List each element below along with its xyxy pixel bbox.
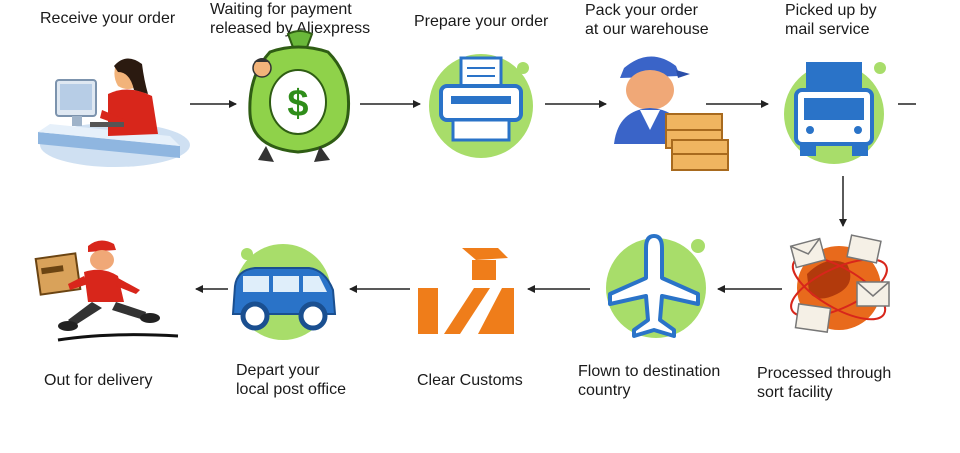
- step-label-pack: Pack your order at our warehouse: [585, 2, 709, 38]
- step-label-receive: Receive your order: [40, 10, 176, 27]
- step-label-payment: Waiting for payment released by Aliexpre…: [210, 1, 371, 37]
- money-bag-icon: $: [248, 30, 351, 162]
- step-label-pickup: Picked up by mail service: [785, 2, 877, 38]
- step-label-delivery: Out for delivery: [44, 372, 153, 389]
- printer-icon: [429, 54, 533, 158]
- step-label-flown: Flown to destination country: [578, 363, 721, 399]
- van-icon: [231, 244, 337, 340]
- customer-service-agent-icon: [38, 58, 190, 167]
- step-label-depart: Depart your local post office: [236, 362, 346, 398]
- step-label-sort: Processed through sort facility: [757, 365, 892, 401]
- truck-icon: [784, 62, 886, 164]
- warehouse-worker-icon: [614, 56, 729, 171]
- customs-officer-icon: [418, 248, 514, 334]
- airplane-icon: [606, 234, 706, 338]
- step-label-customs: Clear Customs: [417, 372, 523, 389]
- svg-text:$: $: [287, 83, 308, 125]
- step-label-prepare: Prepare your order: [414, 13, 549, 30]
- delivery-man-icon: [34, 240, 179, 342]
- globe-mail-icon: [789, 234, 890, 333]
